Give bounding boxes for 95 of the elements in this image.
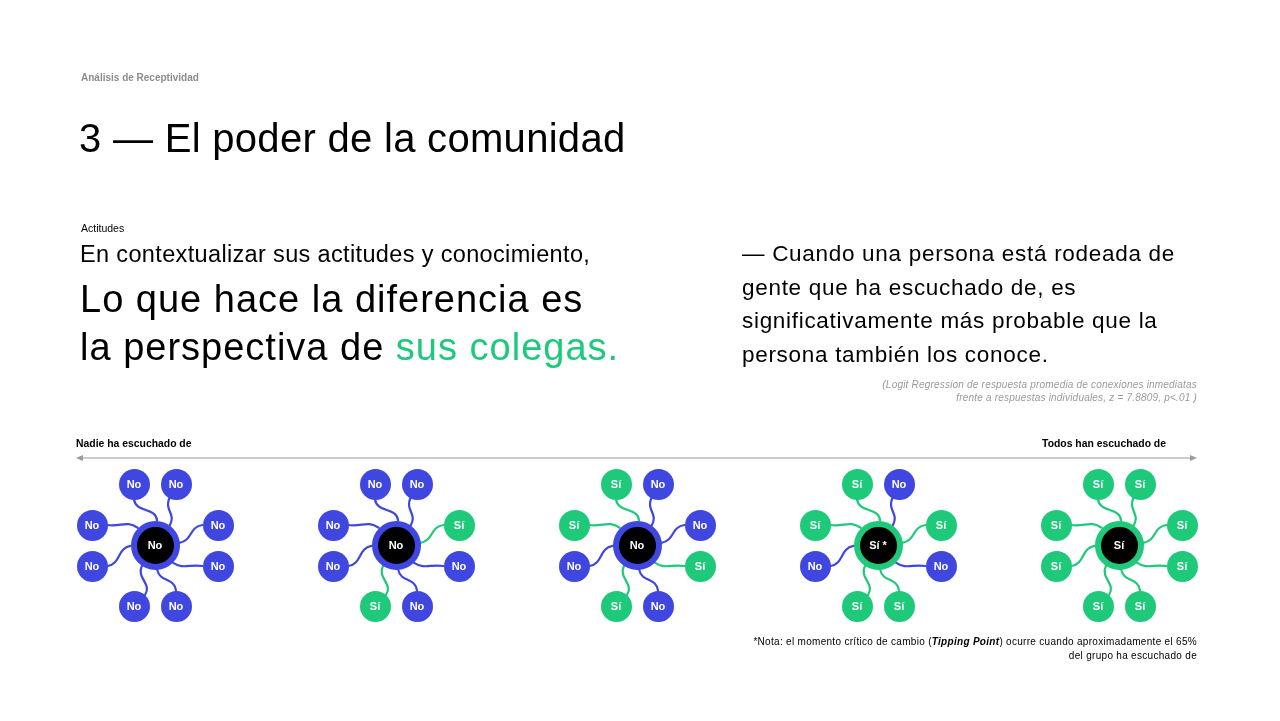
section-label: Análisis de Receptividad xyxy=(81,72,199,83)
node-circle: Sí xyxy=(925,509,957,541)
connector-line xyxy=(106,544,132,568)
connector-line xyxy=(588,523,621,529)
center-node-circle: No xyxy=(371,520,421,570)
node-circle: Sí xyxy=(1040,509,1072,541)
connector-line xyxy=(347,544,373,568)
node-circle: No xyxy=(118,590,150,622)
node-circle: No xyxy=(799,550,831,582)
node-circle: No xyxy=(202,509,234,541)
node-circle: No xyxy=(202,550,234,582)
statistics-note: (Logit Regression de respuesta promedia de conexiones inmediatas frente a respuestas individuales, z = 7.8809, p<.01 ) xyxy=(881,378,1197,404)
node-circle: Sí xyxy=(1082,468,1114,500)
connector-line xyxy=(653,561,686,568)
node-circle: Sí xyxy=(1166,509,1198,541)
node-circle: Sí xyxy=(684,550,716,582)
footnote-text: *Nota: el momento crítico de cambio (Tipping Point) ocurre cuando aproximadamente el 65% del grupo ha escuchado de xyxy=(752,635,1197,663)
node-circle: No xyxy=(401,590,433,622)
connector-line xyxy=(1070,544,1096,568)
node-circle: No xyxy=(925,550,957,582)
connector-line xyxy=(829,523,862,529)
node-circle: No xyxy=(76,509,108,541)
center-node-circle: No xyxy=(612,520,662,570)
category-label: Actitudes xyxy=(81,222,125,234)
connector-line xyxy=(829,544,855,568)
connector-line xyxy=(862,564,872,597)
center-node-circle: Sí * xyxy=(853,520,903,570)
connector-line xyxy=(373,498,400,522)
connector-line xyxy=(171,561,204,568)
node-circle: No xyxy=(118,468,150,500)
connector-line xyxy=(407,496,414,527)
connector-line xyxy=(588,544,614,568)
node-circle: Sí xyxy=(1124,590,1156,622)
node-circle: No xyxy=(558,550,590,582)
connector-line xyxy=(648,496,655,527)
node-circle: No xyxy=(684,509,716,541)
node-circle: Sí xyxy=(359,590,391,622)
node-circle: Sí xyxy=(1124,468,1156,500)
node-circle: No xyxy=(443,550,475,582)
connector-line xyxy=(614,498,641,522)
node-circle: Sí xyxy=(443,509,475,541)
node-circle: Sí xyxy=(1040,550,1072,582)
connector-line xyxy=(1142,523,1168,544)
node-circle: No xyxy=(317,550,349,582)
connector-line xyxy=(347,523,380,529)
node-circle: Sí xyxy=(558,509,590,541)
connector-line xyxy=(1120,568,1142,592)
node-circle: Sí xyxy=(1082,590,1114,622)
connector-line xyxy=(638,568,660,592)
node-circle: Sí xyxy=(1166,550,1198,582)
connector-line xyxy=(132,498,159,522)
connector-line xyxy=(139,564,149,597)
node-circle: No xyxy=(642,590,674,622)
node-circle: No xyxy=(359,468,391,500)
connector-line xyxy=(106,523,139,529)
node-circle: No xyxy=(317,509,349,541)
connector-line xyxy=(889,496,896,527)
connector-line xyxy=(412,561,445,568)
node-circle: Sí xyxy=(600,590,632,622)
node-circle: No xyxy=(160,590,192,622)
connector-line xyxy=(1130,496,1137,527)
intro-text: En contextualizar sus actitudes y conocimiento, xyxy=(80,241,591,268)
connector-line xyxy=(156,568,178,592)
node-circle: No xyxy=(76,550,108,582)
headline-text: Lo que hace la diferencia es la perspectiva de sus colegas. xyxy=(80,277,621,370)
connector-line xyxy=(894,561,927,568)
connector-line xyxy=(1070,523,1103,529)
scale-label: Nadie ha escuchado de xyxy=(76,438,192,449)
node-circle: Sí xyxy=(841,590,873,622)
node-circle: No xyxy=(642,468,674,500)
connector-line xyxy=(166,496,173,527)
connector-line xyxy=(380,564,390,597)
node-circle: No xyxy=(401,468,433,500)
quote-text: — Cuando una persona está rodeada de gente que ha escuchado de, es significativamente más probable que la persona también los conoce. xyxy=(742,240,1176,369)
center-node-circle: No xyxy=(130,520,180,570)
connector-line xyxy=(1135,561,1168,568)
node-circle: Sí xyxy=(841,468,873,500)
connector-line xyxy=(879,568,901,592)
node-circle: No xyxy=(160,468,192,500)
connector-line xyxy=(178,523,204,544)
connector-line xyxy=(397,568,419,592)
connector-line xyxy=(660,523,686,544)
node-circle: Sí xyxy=(883,590,915,622)
connector-line xyxy=(1103,564,1113,597)
node-circle: No xyxy=(883,468,915,500)
scale-label: Todos han escuchado de xyxy=(1042,438,1166,449)
slide-title: 3 — El poder de la comunidad xyxy=(79,116,626,161)
connector-line xyxy=(855,498,882,522)
connector-line xyxy=(419,523,445,544)
connector-line xyxy=(901,523,927,544)
center-node-circle: Sí xyxy=(1094,520,1144,570)
node-circle: Sí xyxy=(600,468,632,500)
connector-line xyxy=(621,564,631,597)
node-circle: Sí xyxy=(799,509,831,541)
connector-line xyxy=(1096,498,1123,522)
